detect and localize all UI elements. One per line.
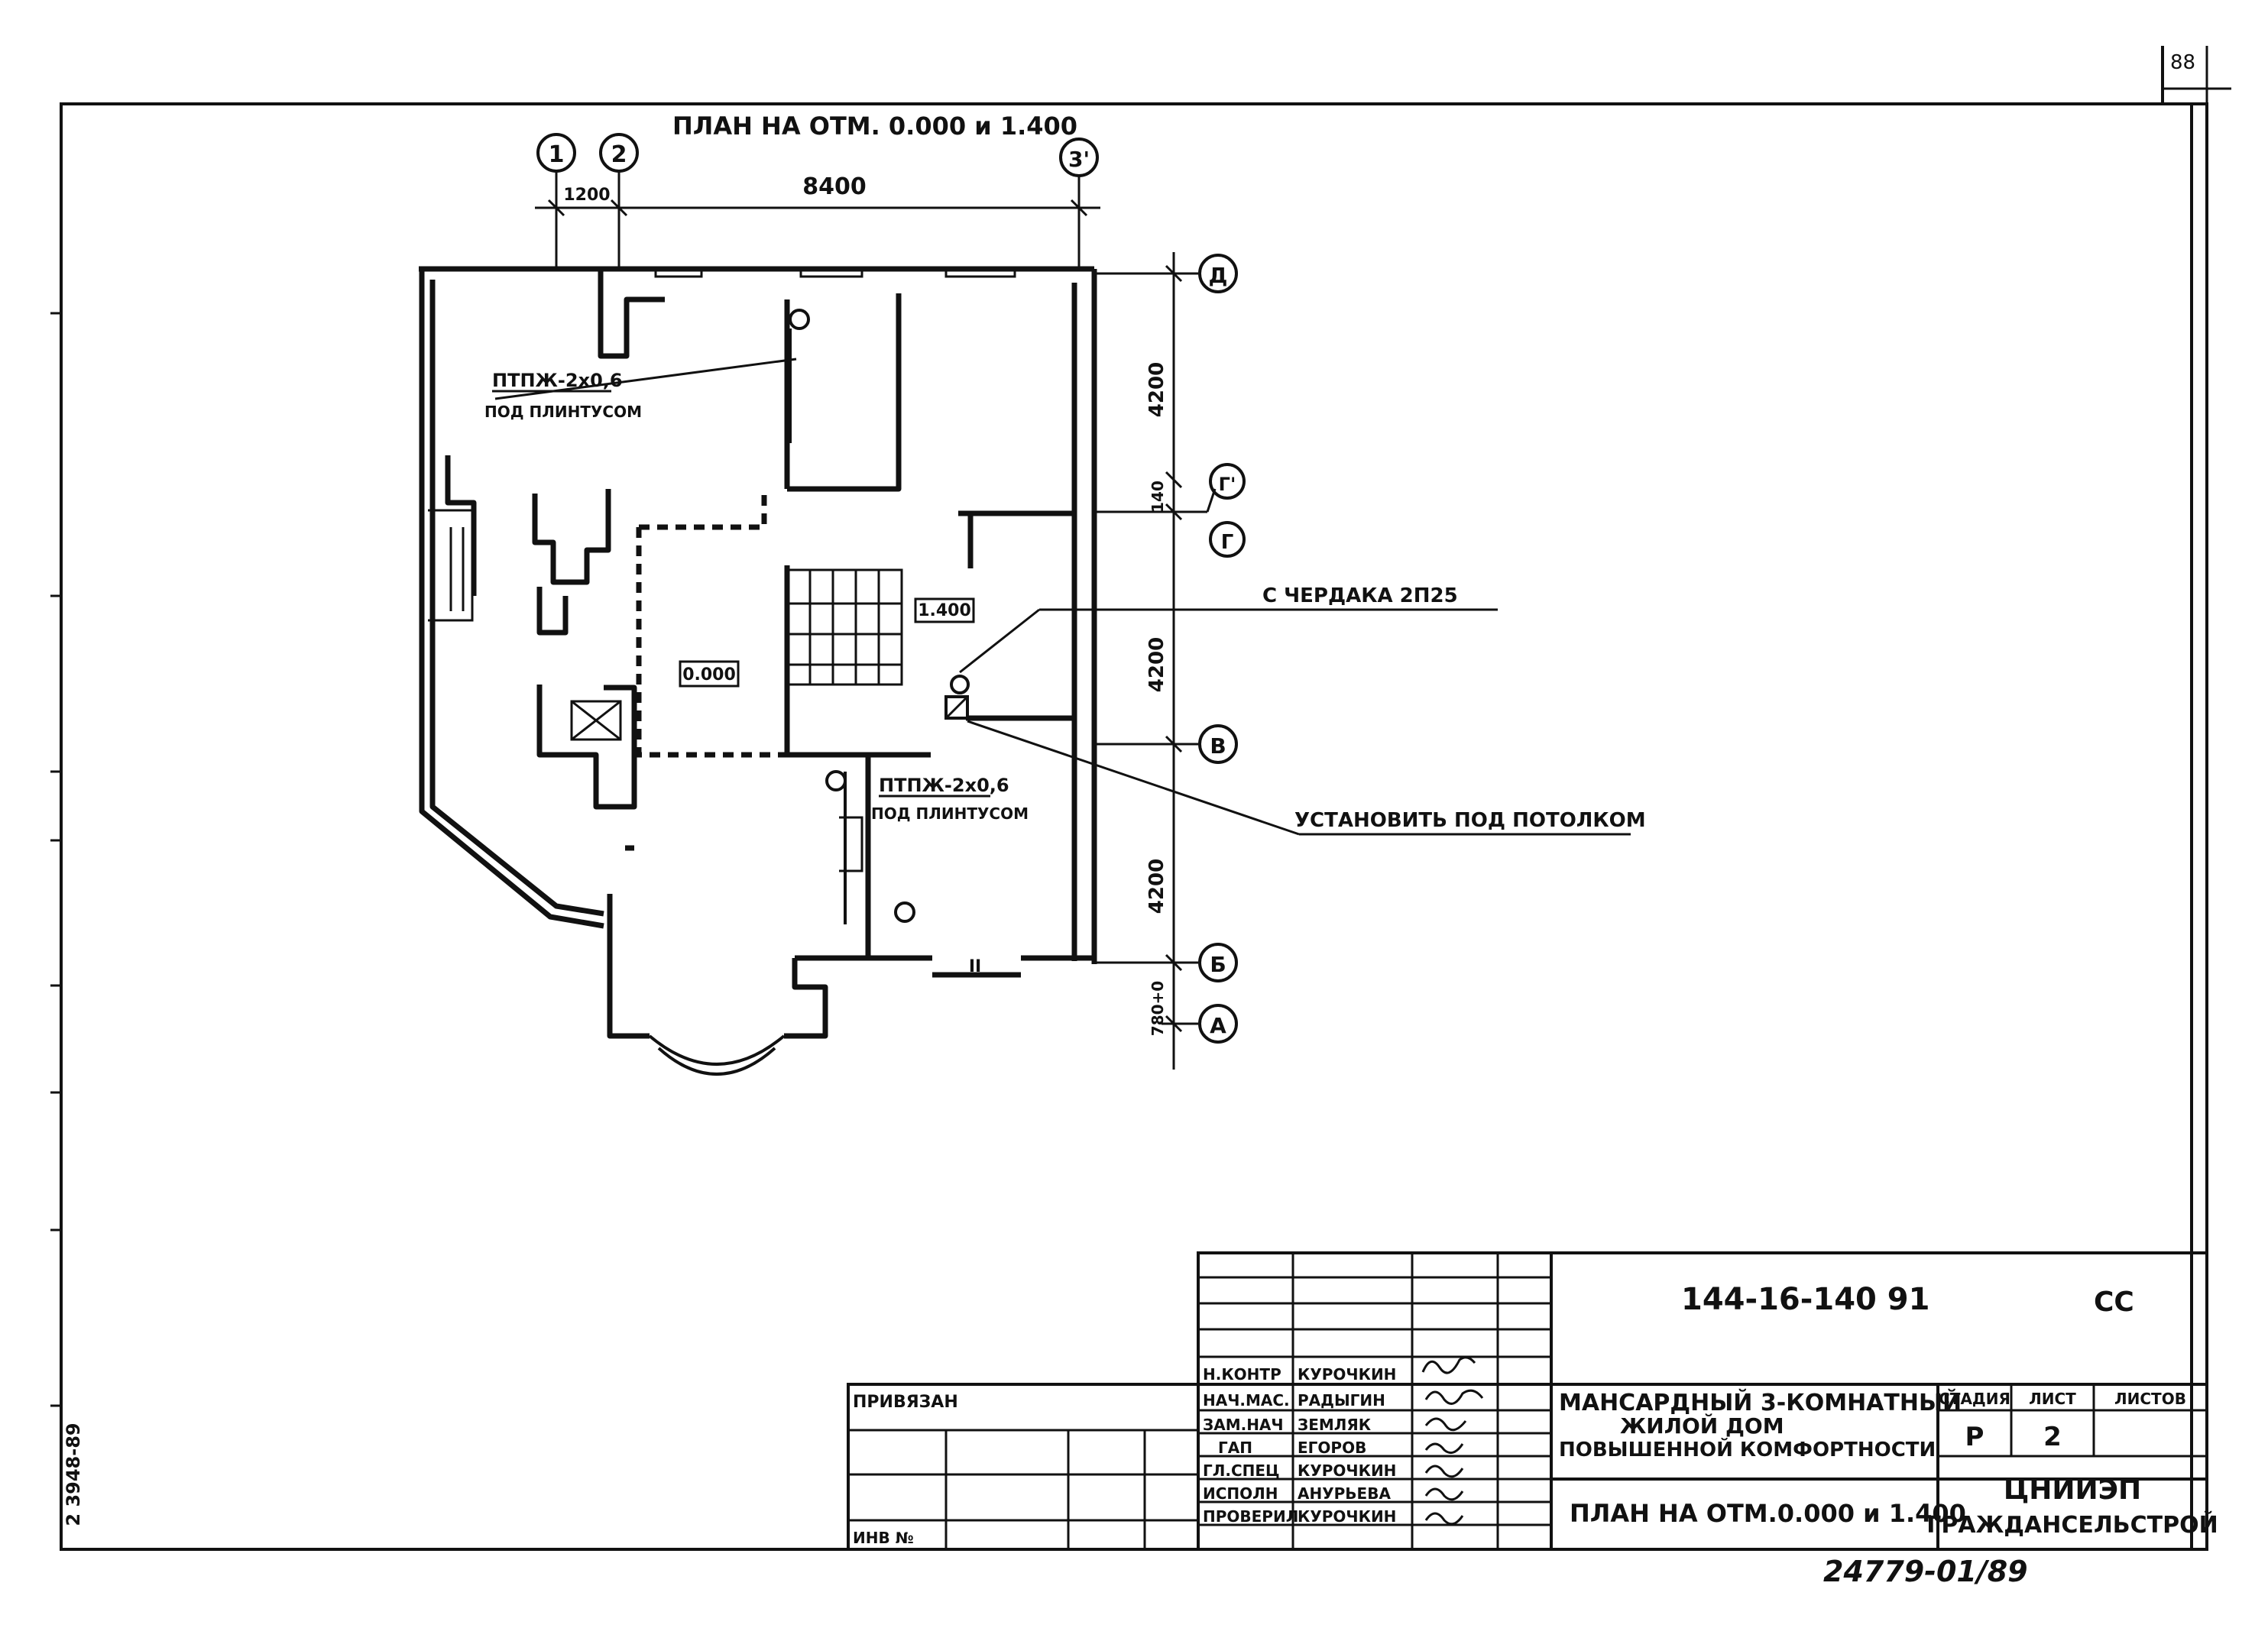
axis-1-label: 1 [549, 141, 565, 168]
role-1: Н.КОНТР [1203, 1365, 1281, 1384]
role-3: ЗАМ.НАЧ [1203, 1416, 1284, 1434]
role-7: ПРОВЕРИЛ [1203, 1507, 1298, 1526]
cable-note-upper-2: ПОД ПЛИНТУСОМ [484, 403, 642, 421]
margin-ticks [50, 312, 63, 1407]
electrical-devices [789, 309, 970, 924]
role-2: НАЧ.МАС. [1203, 1391, 1290, 1410]
dim-right-1: 4200 [1145, 362, 1168, 417]
name-3: ЗЕМЛЯК [1298, 1416, 1372, 1434]
name-7: КУРОЧКИН [1298, 1507, 1396, 1526]
axis-V-label: В [1210, 733, 1226, 759]
axis-1-marker [536, 133, 576, 267]
top-dimension-line [535, 199, 1100, 217]
doc-suffix: СС [2094, 1287, 2134, 1318]
axis-3-label: 3' [1068, 147, 1090, 172]
sheets-label: ЛИСТОВ [2114, 1390, 2186, 1408]
axis-G-label: Г [1221, 531, 1234, 554]
org-line-2: ГРАЖДАНСЕЛЬСТРОЙ [1926, 1511, 2218, 1539]
dim-right-2: 140 [1149, 481, 1167, 513]
project-line-1: МАНСАРДНЫЙ 3-КОМНАТНЫЙ [1559, 1389, 1962, 1416]
role-4: ГАП [1218, 1439, 1252, 1457]
stage-value: Р [1965, 1422, 1985, 1452]
dim-right-3: 4200 [1145, 637, 1168, 692]
project-line-2: ЖИЛОЙ ДОМ [1620, 1413, 1784, 1439]
cable-note-upper-1: ПТПЖ-2х0,6 [492, 370, 623, 391]
title-block-grid [847, 1251, 2208, 1551]
axis-2-label: 2 [611, 141, 627, 168]
attic-note: С ЧЕРДАКА 2П25 [1262, 584, 1458, 607]
cable-note-lower-2: ПОД ПЛИНТУСОМ [871, 804, 1029, 823]
level-mark-box-2 [914, 597, 975, 623]
axis-G1-label: Г' [1219, 474, 1236, 495]
dim-right-4: 4200 [1145, 859, 1168, 914]
name-4: ЕГОРОВ [1298, 1439, 1366, 1457]
axis-B-label: Б [1210, 952, 1226, 977]
name-5: КУРОЧКИН [1298, 1461, 1396, 1480]
role-5: ГЛ.СПЕЦ [1203, 1461, 1280, 1480]
leader-lines [492, 358, 1631, 836]
axis-3-marker [1059, 138, 1099, 267]
org-line-1: ЦНИИЭП [2004, 1474, 2141, 1506]
name-1: КУРОЧКИН [1298, 1365, 1396, 1384]
inv-label: ИНВ № [853, 1529, 914, 1547]
role-6: ИСПОЛН [1203, 1484, 1278, 1503]
sheet-number: 88 [2170, 51, 2195, 74]
axis-D-label: Д [1209, 263, 1228, 288]
axis-2-marker [599, 133, 639, 267]
privyazan-label: ПРИВЯЗАН [853, 1393, 958, 1412]
stage-label: СТАДИЯ [1939, 1390, 2010, 1408]
level-mark-box-1 [679, 660, 740, 688]
dim-top-1: 1200 [563, 186, 610, 205]
cable-note-lower-1: ПТПЖ-2х0,6 [879, 775, 1009, 796]
level-mark-1: 0.000 [682, 665, 736, 685]
door-mark: II [969, 957, 981, 976]
sheet-label: ЛИСТ [2029, 1390, 2076, 1408]
doc-code: 144-16-140 91 [1681, 1282, 1929, 1317]
signatures [1421, 1356, 1484, 1526]
sheet-value: 2 [2043, 1422, 2062, 1452]
level-mark-2: 1.400 [918, 601, 971, 620]
dim-top-2: 8400 [802, 173, 867, 200]
plan-title: ПЛАН НА ОТМ. 0.000 и 1.400 [672, 112, 1077, 141]
name-6: АНУРЬЕВА [1298, 1484, 1391, 1503]
dim-right-5: 780+0 [1149, 981, 1167, 1036]
project-line-3: ПОВЫШЕННОЙ КОМФОРТНОСТИ [1559, 1437, 1936, 1461]
axis-A-label: А [1210, 1013, 1226, 1038]
drawing-frame [60, 46, 2231, 1551]
name-2: РАДЫГИН [1298, 1391, 1385, 1410]
sheet-title: ПЛАН НА ОТМ.0.000 и 1.400 [1570, 1499, 1966, 1528]
bottom-number: 24779-01/89 [1823, 1555, 2028, 1588]
side-stamp: 2 3948-89 [63, 1423, 84, 1526]
floor-plan-walls [419, 266, 1097, 1076]
ceiling-note: УСТАНОВИТЬ ПОД ПОТОЛКОМ [1294, 809, 1646, 832]
right-axes [1093, 252, 1246, 1070]
